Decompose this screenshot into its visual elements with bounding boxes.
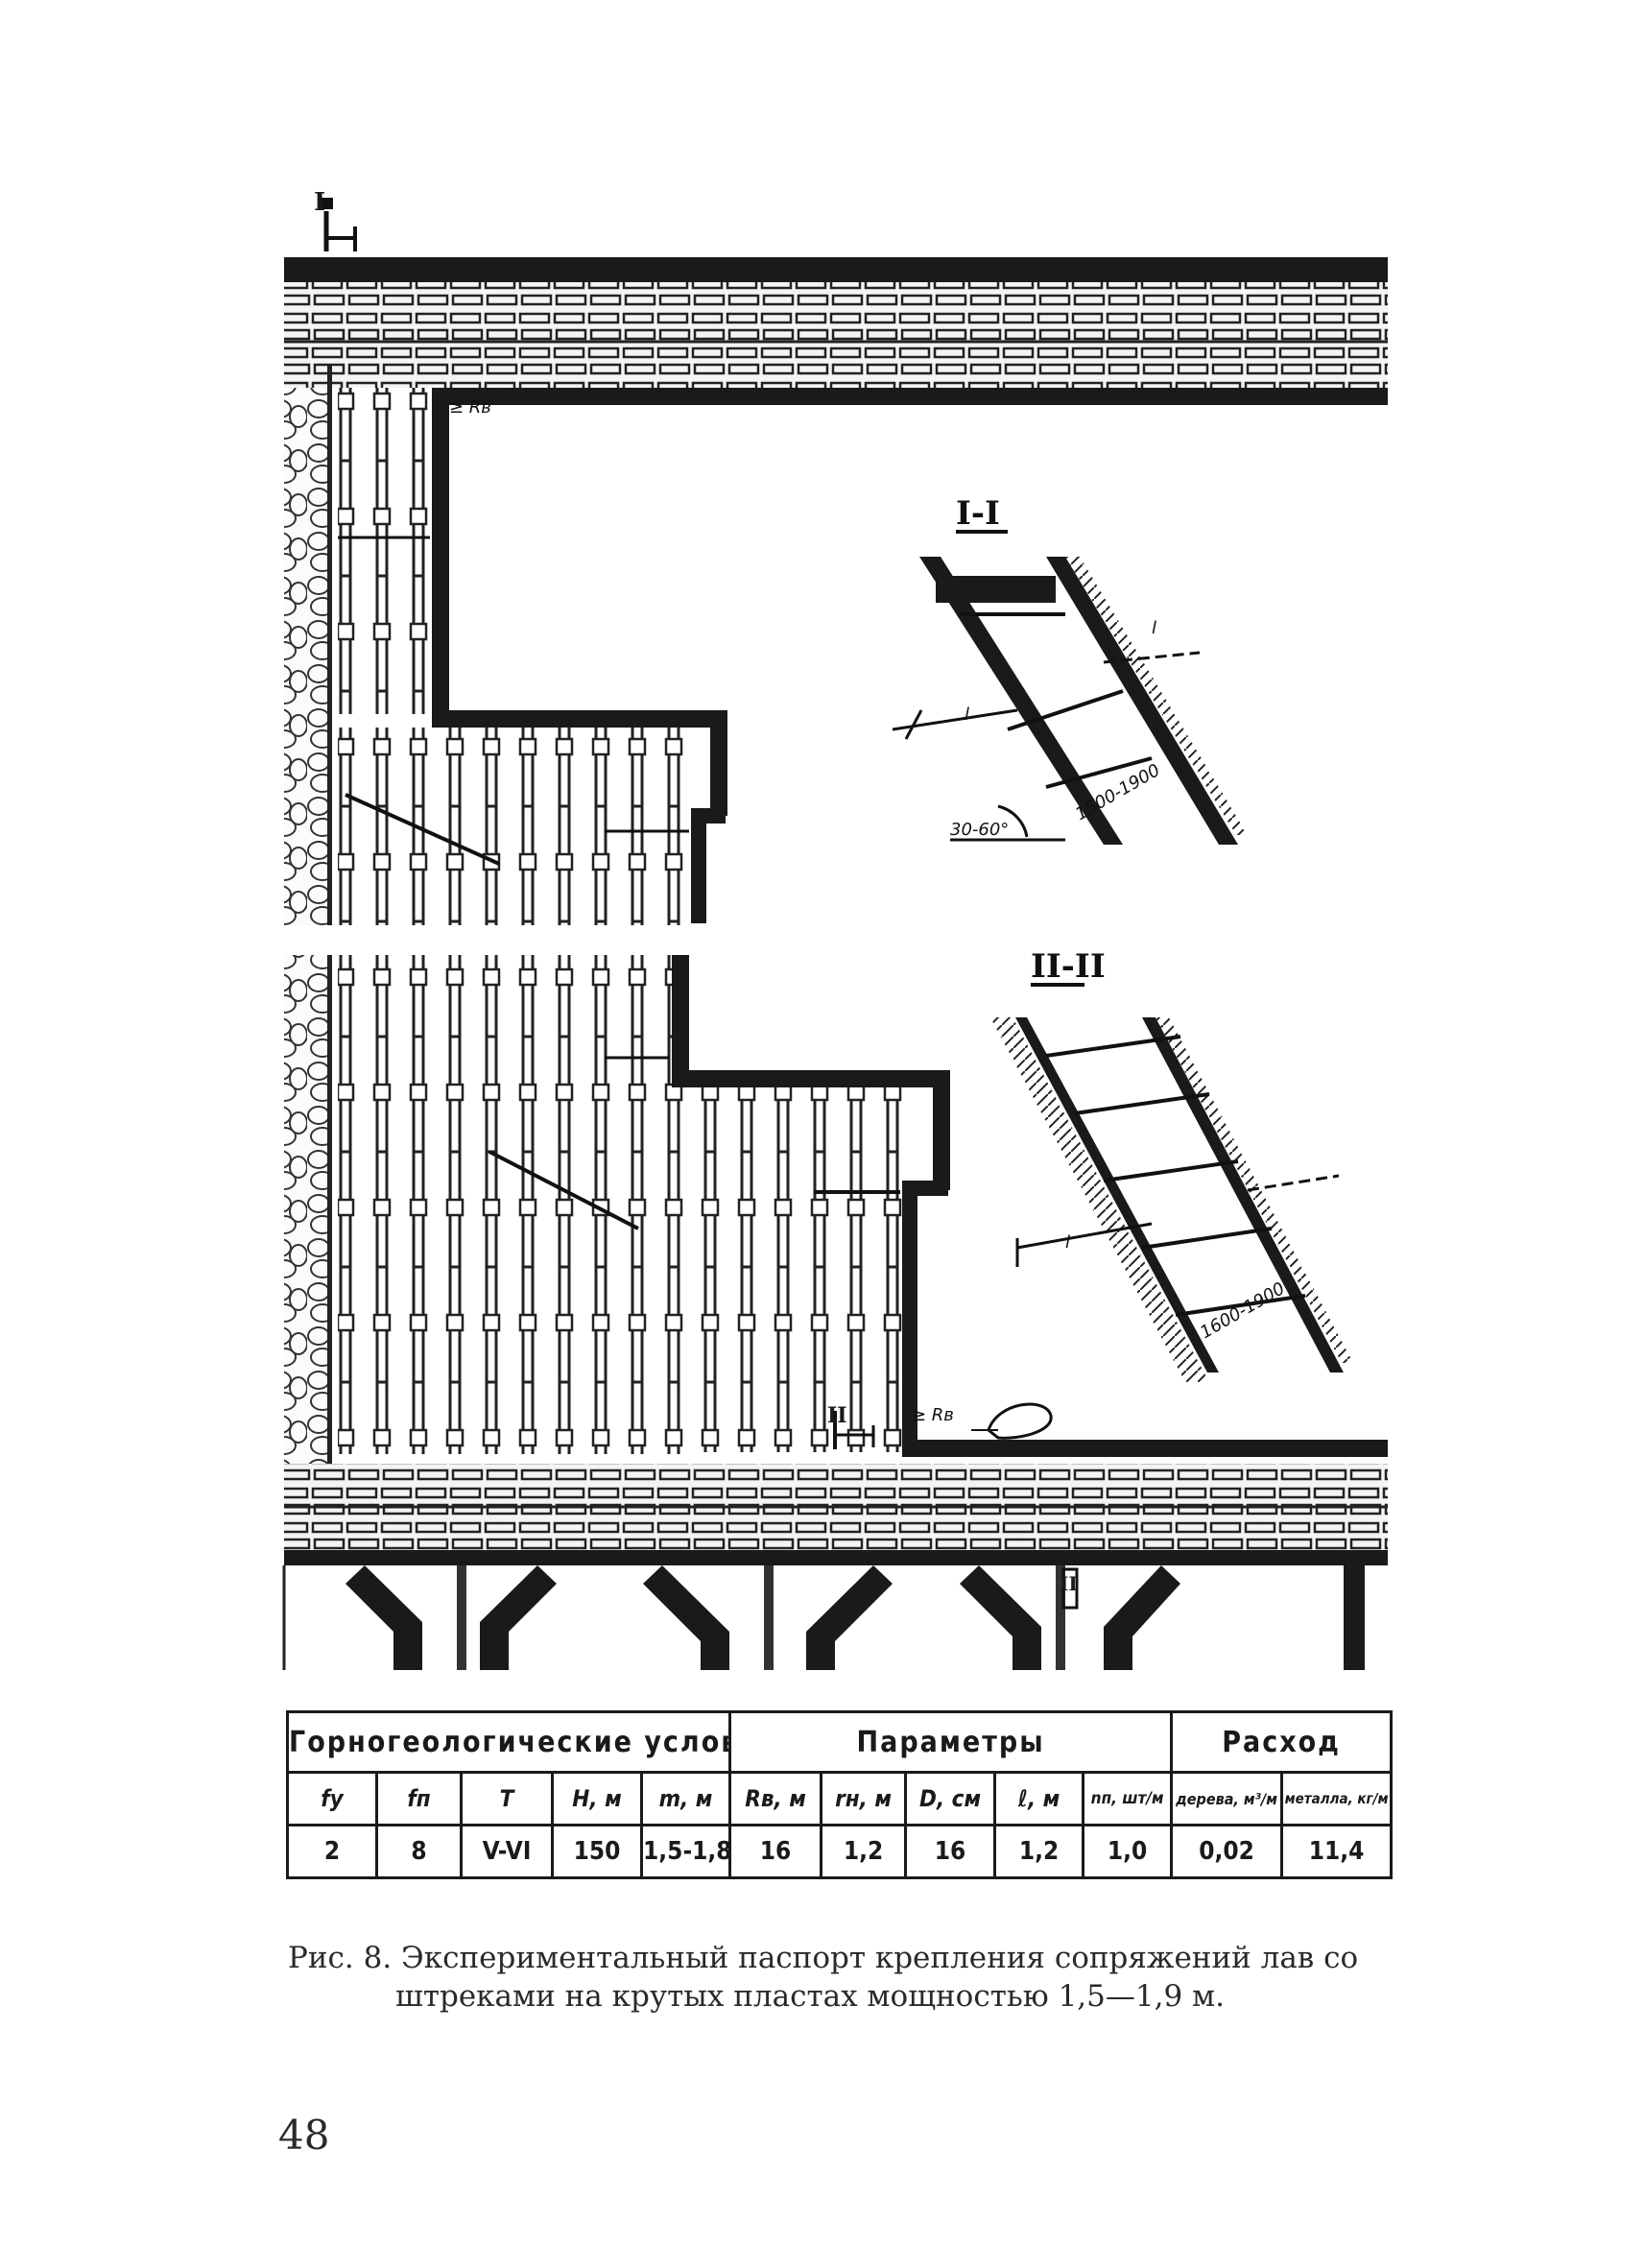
header-l: ℓ, м (993, 1771, 1085, 1826)
page-number: 48 (278, 2112, 330, 2159)
upper-label-rv: ≥ Rв (449, 397, 491, 418)
group-parameters: Параметры (728, 1710, 1174, 1774)
figure-caption: Рис. 8. Экспериментальный паспорт крепле… (288, 1939, 1420, 2016)
section-title-ii-ii: II-II (1031, 947, 1106, 986)
support-scheme-drawing: ≥ Rв ≥ Rв rн (282, 198, 1388, 1670)
lower-label-rv: ≥ Rв (912, 1405, 954, 1425)
header-wood: дерева, м³/м (1170, 1771, 1284, 1826)
section-mark-ii-right-label: II (1060, 1572, 1078, 1595)
value-h: 150 (551, 1824, 643, 1879)
header-fp: fп (375, 1771, 463, 1826)
header-m: m, м (639, 1771, 732, 1826)
value-wood: 0,02 (1170, 1824, 1284, 1879)
table-header-row: fу fп T H, м m, м Rв, м rн, м D, см ℓ, м… (286, 1771, 1394, 1826)
section-mark-top-left (320, 198, 357, 251)
section-mark-ii-label: II (827, 1403, 847, 1428)
section-i-label-l2: l (1152, 618, 1156, 638)
bottom-chutes (282, 1565, 1365, 1670)
section-mark-bottom (833, 1411, 875, 1449)
value-fp: 8 (375, 1824, 463, 1879)
header-np: nп, шт/м (1082, 1771, 1174, 1826)
section-i-angle: 30-60° (950, 820, 1009, 840)
value-l: 1,2 (993, 1824, 1085, 1879)
table-row: 2 8 V-VI 150 1,5-1,8 16 1,2 16 1,2 1,0 0… (286, 1824, 1394, 1879)
upper-face: ≥ Rв (284, 365, 727, 925)
value-np: 1,0 (1082, 1824, 1174, 1879)
lower-face: ≥ Rв rн (284, 955, 1388, 1531)
value-metal: 11,4 (1280, 1824, 1394, 1879)
header-metal: металла, кг/м (1280, 1771, 1394, 1826)
header-h: H, м (551, 1771, 643, 1826)
table-group-row: Горногеологические условия Параметры Рас… (285, 1710, 1394, 1774)
caption-line-1: Рис. 8. Экспериментальный паспорт крепле… (288, 1941, 1359, 1975)
group-geological-conditions: Горногеологические условия (285, 1710, 732, 1774)
value-d: 16 (904, 1824, 997, 1879)
section-mark-right (1061, 1567, 1079, 1610)
header-rn: rн, м (820, 1771, 908, 1826)
header-rv: Rв, м (728, 1771, 823, 1826)
value-rv: 16 (728, 1824, 823, 1879)
group-consumption: Расход (1170, 1710, 1394, 1774)
section-i-label-l1: l (965, 704, 969, 725)
section-ii-ii: II-II l 1600-1900 (990, 947, 1353, 1382)
section-i-i: I-I l l 30-60° 1500-1900 (892, 494, 1248, 845)
header-d: D, см (904, 1771, 997, 1826)
value-t: V-VI (460, 1824, 554, 1879)
header-fy: fу (286, 1771, 378, 1826)
parameters-table: Горногеологические условия Параметры Рас… (285, 1710, 1394, 1879)
caption-line-2: штреками на крутых пластах мощностью 1,5… (395, 1979, 1226, 2014)
top-drift (284, 257, 1388, 405)
header-t: T (460, 1771, 554, 1826)
section-title-i-i: I-I (956, 494, 1000, 533)
value-m: 1,5-1,8 (639, 1824, 732, 1879)
section-mark-i-label: I (314, 188, 326, 217)
value-rn: 1,2 (820, 1824, 908, 1879)
value-fy: 2 (286, 1824, 378, 1879)
section-ii-label-l: l (1065, 1232, 1070, 1253)
bottom-drift (284, 1464, 1388, 1565)
